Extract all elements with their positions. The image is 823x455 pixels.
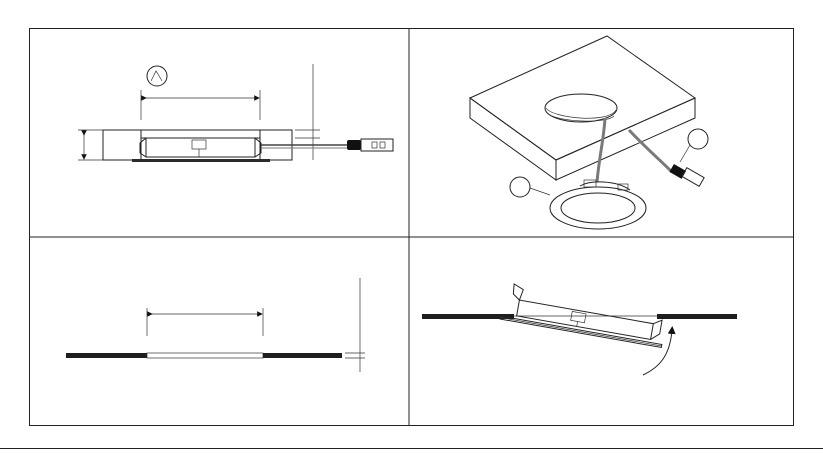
luminaire-section	[132, 138, 270, 162]
ceiling-block	[470, 36, 695, 180]
panel-profile	[66, 353, 342, 358]
panel-cutout-profile	[66, 278, 365, 372]
ceiling-cables	[597, 118, 704, 186]
callout-markers	[510, 129, 708, 197]
board-thickness-dimension	[78, 130, 103, 160]
panel-cross-section	[78, 64, 393, 162]
cutout-width-dimension	[141, 90, 260, 120]
mounting-panel	[422, 314, 737, 319]
cable-connector	[261, 139, 393, 151]
panel-thickness-dimension	[345, 278, 365, 372]
panel-grid	[30, 29, 794, 426]
panel-ceiling-3d	[470, 36, 708, 229]
tilt-arrow-icon	[643, 330, 672, 375]
cutout-width-dimension-lower	[147, 308, 263, 336]
luminaire-ring	[550, 180, 646, 229]
drill-symbol-icon	[147, 66, 167, 86]
tilted-luminaire	[500, 283, 668, 348]
panel-tilt-insertion	[422, 283, 737, 375]
